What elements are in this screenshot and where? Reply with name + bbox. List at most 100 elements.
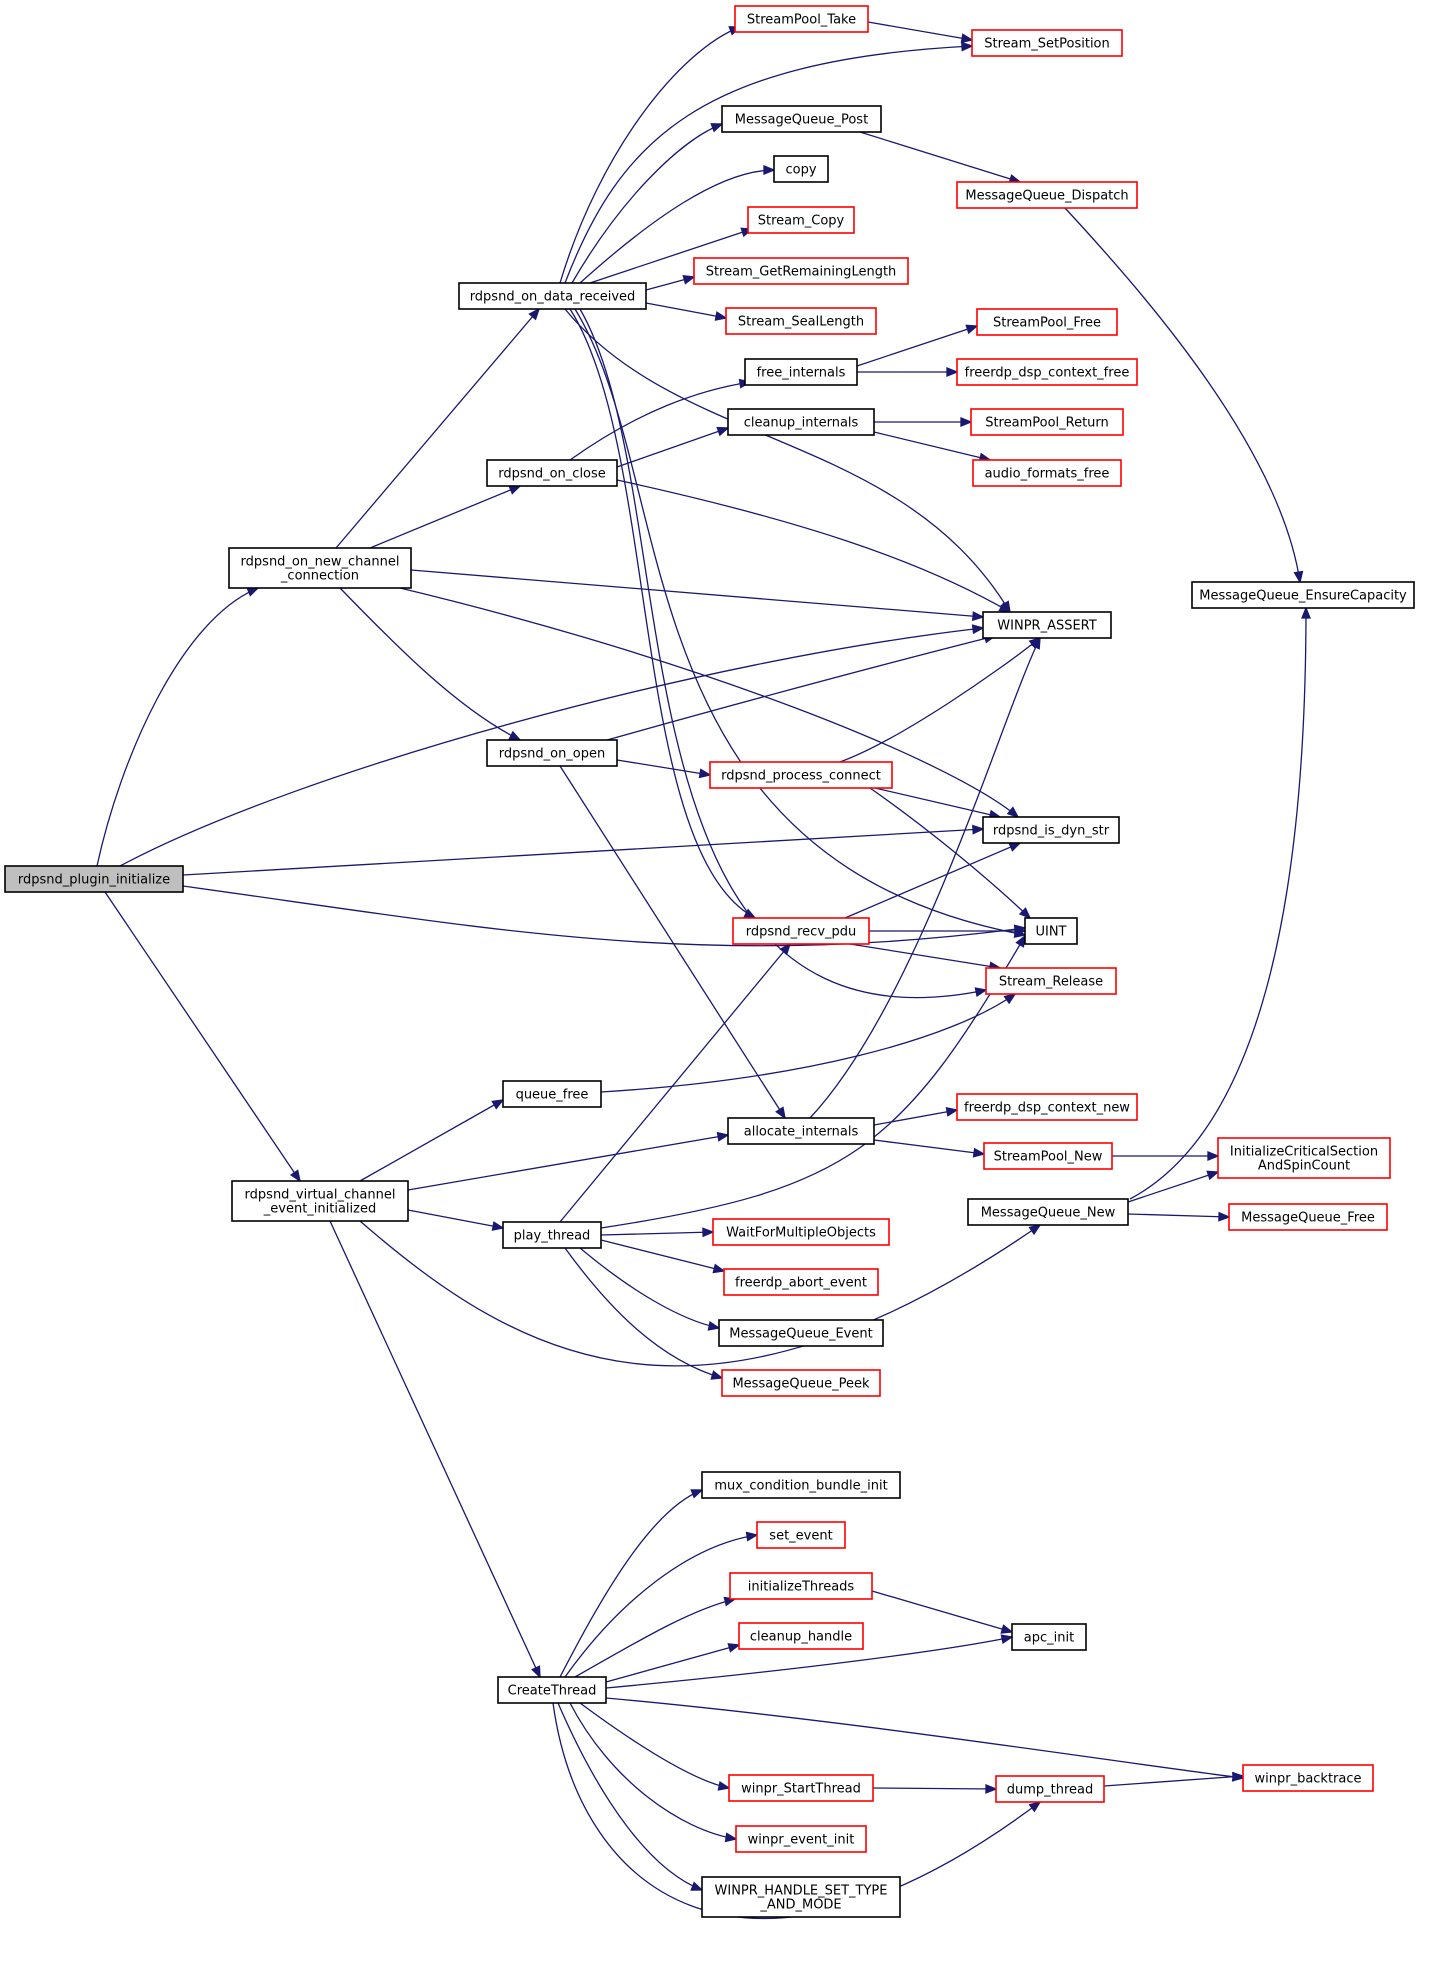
node-Stream_SealLength[interactable]: Stream_SealLength [725, 307, 877, 335]
edge-allocate_internals-to-WINPR_ASSERT [809, 636, 1041, 1119]
edge-rdpsnd_on_open-to-allocate_internals [559, 765, 786, 1120]
node-queue_free[interactable]: queue_free [502, 1080, 602, 1108]
node-MessageQueue_Dispatch[interactable]: MessageQueue_Dispatch [956, 181, 1138, 209]
node-rdpsnd_process_connect[interactable]: rdpsnd_process_connect [709, 761, 893, 789]
node-allocate_internals[interactable]: allocate_internals [727, 1117, 875, 1145]
node-Stream_Release[interactable]: Stream_Release [985, 967, 1117, 995]
edge-rdpsnd_on_data_received-to-MessageQueue_Post [571, 123, 724, 284]
node-label: winpr_StartThread [741, 1782, 861, 1797]
node-rdpsnd_on_open[interactable]: rdpsnd_on_open [486, 739, 618, 767]
edge-allocate_internals-to-freerdp_dsp_context_new [873, 1107, 959, 1126]
node-label: free_internals [757, 366, 846, 381]
node-CreateThread[interactable]: CreateThread [497, 1676, 607, 1704]
node-label: Stream_GetRemainingLength [706, 265, 897, 280]
edge-rdpsnd_recv_pdu-to-UINT [869, 926, 1027, 936]
node-label: InitializeCriticalSection [1230, 1145, 1378, 1160]
edge-rdpsnd_virtual_channel_event_initialized-to-allocate_internals [407, 1131, 730, 1191]
node-label: rdpsnd_is_dyn_str [993, 824, 1110, 839]
edge-rdpsnd_on_open-to-rdpsnd_process_connect [616, 759, 712, 779]
node-label: queue_free [516, 1088, 589, 1103]
edge-rdpsnd_plugin_initialize-to-rdpsnd_on_new_channel_connection [96, 587, 260, 867]
edge-CreateThread-to-winpr_backtrace [605, 1697, 1245, 1782]
node-label: MessageQueue_Free [1241, 1211, 1375, 1226]
edge-rdpsnd_on_close-to-cleanup_internals [616, 426, 730, 468]
node-UINT[interactable]: UINT [1024, 917, 1078, 945]
edge-CreateThread-to-initializeThreads [574, 1596, 737, 1678]
node-rdpsnd_on_close[interactable]: rdpsnd_on_close [486, 459, 618, 487]
node-rdpsnd_virtual_channel_event_initialized[interactable]: rdpsnd_virtual_channel_event_initialized [231, 1180, 409, 1222]
node-audio_formats_free[interactable]: audio_formats_free [972, 459, 1122, 487]
node-copy[interactable]: copy [773, 155, 829, 183]
node-Stream_SetPosition[interactable]: Stream_SetPosition [971, 29, 1123, 57]
node-winpr_backtrace[interactable]: winpr_backtrace [1242, 1764, 1374, 1792]
edge-dump_thread-to-winpr_backtrace [1103, 1771, 1245, 1787]
node-winpr_event_init[interactable]: winpr_event_init [735, 1825, 867, 1853]
edge-initializeThreads-to-apc_init [871, 1590, 1014, 1634]
node-label: MessageQueue_EnsureCapacity [1199, 589, 1407, 604]
node-play_thread[interactable]: play_thread [502, 1221, 602, 1249]
node-MessageQueue_Peek[interactable]: MessageQueue_Peek [721, 1369, 881, 1397]
edge-queue_free-to-Stream_Release [600, 992, 1017, 1093]
edge-play_thread-to-MessageQueue_Peek [564, 1247, 724, 1380]
node-rdpsnd_recv_pdu[interactable]: rdpsnd_recv_pdu [732, 917, 870, 945]
edge-play_thread-to-UINT [600, 934, 1026, 1229]
node-freerdp_dsp_context_free[interactable]: freerdp_dsp_context_free [956, 358, 1138, 386]
node-label: rdpsnd_recv_pdu [746, 925, 857, 940]
edge-rdpsnd_on_close-to-free_internals [569, 378, 752, 461]
edge-rdpsnd_on_new_channel_connection-to-rdpsnd_on_data_received [335, 307, 541, 549]
edge-play_thread-to-WaitForMultipleObjects [600, 1227, 715, 1238]
edge-rdpsnd_recv_pdu-to-rdpsnd_is_dyn_str [844, 842, 1022, 919]
node-label: StreamPool_Free [993, 316, 1101, 331]
node-label: freerdp_abort_event [735, 1276, 867, 1291]
node-label: StreamPool_Return [985, 416, 1109, 431]
node-mux_condition_bundle_init[interactable]: mux_condition_bundle_init [701, 1471, 901, 1499]
node-label: StreamPool_New [994, 1150, 1103, 1165]
edge-rdpsnd_process_connect-to-UINT [869, 787, 1032, 920]
node-rdpsnd_on_data_received[interactable]: rdpsnd_on_data_received [458, 282, 647, 310]
node-rdpsnd_is_dyn_str[interactable]: rdpsnd_is_dyn_str [982, 816, 1120, 844]
node-label: MessageQueue_New [981, 1206, 1116, 1221]
node-MessageQueue_Post[interactable]: MessageQueue_Post [721, 105, 882, 133]
node-label: winpr_backtrace [1254, 1772, 1361, 1787]
node-MessageQueue_Free[interactable]: MessageQueue_Free [1228, 1203, 1388, 1231]
node-Stream_Copy[interactable]: Stream_Copy [747, 206, 855, 234]
node-freerdp_abort_event[interactable]: freerdp_abort_event [723, 1268, 879, 1296]
node-MessageQueue_Event[interactable]: MessageQueue_Event [718, 1319, 884, 1347]
node-cleanup_handle[interactable]: cleanup_handle [738, 1622, 864, 1650]
node-MessageQueue_New[interactable]: MessageQueue_New [967, 1198, 1129, 1226]
node-StreamPool_New[interactable]: StreamPool_New [983, 1142, 1113, 1170]
node-label: rdpsnd_virtual_channel [245, 1188, 396, 1203]
node-label: winpr_event_init [748, 1833, 855, 1848]
node-label: WINPR_HANDLE_SET_TYPE [715, 1884, 888, 1899]
node-MessageQueue_EnsureCapacity[interactable]: MessageQueue_EnsureCapacity [1191, 581, 1415, 609]
edge-CreateThread-to-dump_thread [552, 1702, 1042, 1919]
node-cleanup_internals[interactable]: cleanup_internals [727, 408, 875, 436]
node-winpr_StartThread[interactable]: winpr_StartThread [728, 1774, 874, 1802]
node-StreamPool_Take[interactable]: StreamPool_Take [734, 5, 869, 33]
edge-CreateThread-to-cleanup_handle [605, 1643, 741, 1683]
node-WINPR_ASSERT[interactable]: WINPR_ASSERT [982, 611, 1112, 639]
node-Stream_GetRemainingLength[interactable]: Stream_GetRemainingLength [693, 257, 909, 285]
node-rdpsnd_on_new_channel_connection[interactable]: rdpsnd_on_new_channel_connection [228, 547, 412, 589]
node-rdpsnd_plugin_initialize[interactable]: rdpsnd_plugin_initialize [4, 865, 184, 893]
node-free_internals[interactable]: free_internals [744, 358, 858, 386]
edge-free_internals-to-StreamPool_Free [856, 324, 979, 367]
node-initializeThreads[interactable]: initializeThreads [729, 1572, 873, 1600]
node-label: audio_formats_free [985, 467, 1110, 482]
edge-rdpsnd_on_data_received-to-copy [579, 165, 776, 284]
node-StreamPool_Free[interactable]: StreamPool_Free [976, 308, 1118, 336]
node-label: WaitForMultipleObjects [726, 1226, 876, 1241]
node-apc_init[interactable]: apc_init [1011, 1623, 1087, 1651]
node-dump_thread[interactable]: dump_thread [995, 1775, 1105, 1803]
node-WINPR_HANDLE_SET_TYPE_AND_MODE[interactable]: WINPR_HANDLE_SET_TYPE_AND_MODE [701, 1876, 901, 1918]
edge-CreateThread-to-set_event [564, 1531, 759, 1678]
node-set_event[interactable]: set_event [756, 1521, 846, 1549]
edge-rdpsnd_on_new_channel_connection-to-rdpsnd_on_open [339, 587, 522, 741]
node-StreamPool_Return[interactable]: StreamPool_Return [970, 408, 1124, 436]
node-WaitForMultipleObjects[interactable]: WaitForMultipleObjects [712, 1218, 890, 1246]
edge-rdpsnd_on_data_received-to-UINT [574, 308, 1027, 938]
node-freerdp_dsp_context_new[interactable]: freerdp_dsp_context_new [956, 1093, 1138, 1121]
edge-StreamPool_Take-to-Stream_SetPosition [867, 21, 974, 44]
